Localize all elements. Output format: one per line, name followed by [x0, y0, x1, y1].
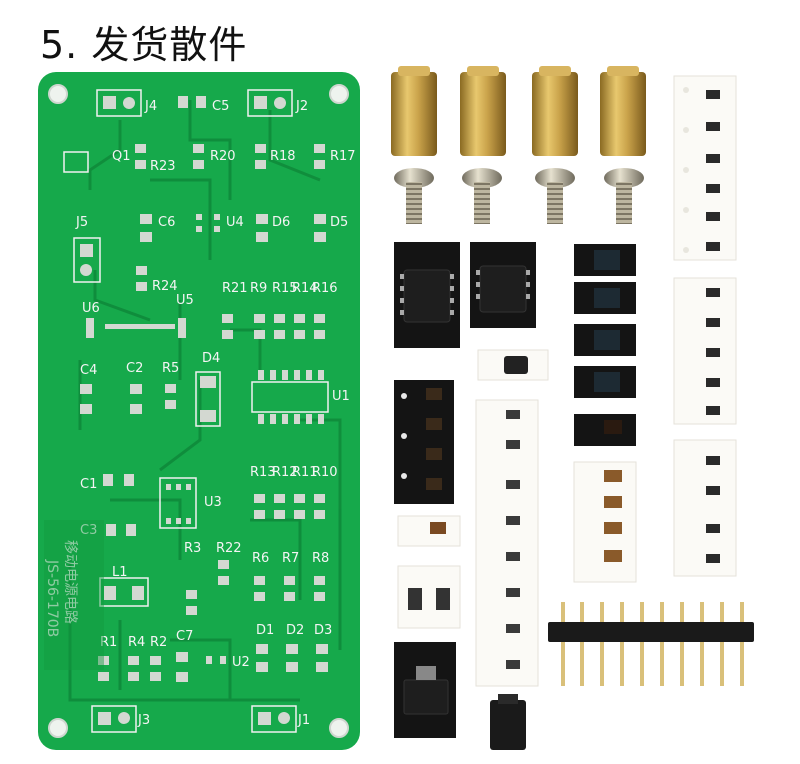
copper-pour	[44, 520, 104, 670]
silk-R17: R17	[330, 149, 356, 164]
silk-C5: C5	[212, 99, 229, 114]
silk-R15: R15	[272, 281, 298, 296]
silk-C1: C1	[80, 477, 97, 492]
mounting-holes	[48, 84, 349, 738]
solder-pads	[80, 96, 328, 725]
tape-strip-top-right	[673, 75, 737, 261]
silk-R22: R22	[216, 541, 242, 556]
regulator-tape	[394, 642, 456, 738]
silk-Q1: Q1	[112, 149, 131, 164]
silk-C6: C6	[158, 215, 175, 230]
jumper-cap	[490, 694, 526, 750]
standoff-4	[600, 66, 646, 156]
silk-R5: R5	[162, 361, 179, 376]
silk-C7: C7	[176, 629, 193, 644]
tape-piece-small-2	[397, 565, 461, 629]
silk-R13: R13	[250, 465, 276, 480]
silk-R14: R14	[292, 281, 318, 296]
silk-C4: C4	[80, 363, 97, 378]
screw-3	[535, 168, 575, 224]
tape-strip-mid-right	[673, 277, 737, 425]
silk-R3: R3	[184, 541, 201, 556]
tape-strip-center	[475, 399, 539, 687]
copper-traces	[68, 100, 342, 702]
silk-R16: R16	[312, 281, 338, 296]
silk-J2: J2	[295, 99, 308, 114]
silk-J1: J1	[297, 713, 310, 728]
silk-R8: R8	[312, 551, 329, 566]
silk-R9: R9	[250, 281, 267, 296]
standoff-2	[460, 66, 506, 156]
silk-U4: U4	[226, 215, 244, 230]
pcb-board: J4 C5 J2 Q1 R23 R20 R18 R17 J5 C6 U4 D6 …	[38, 72, 360, 750]
silk-R12: R12	[272, 465, 298, 480]
screws	[394, 168, 644, 224]
brass-standoffs	[391, 66, 646, 156]
silk-board-title: 移动电源电路	[62, 540, 78, 624]
ic-parts	[394, 242, 636, 738]
tape-piece-small-1	[397, 515, 461, 547]
ic-tape-2	[470, 242, 536, 328]
silk-J4: J4	[144, 99, 157, 114]
silk-R4: R4	[128, 635, 145, 650]
ic-tape-1	[394, 242, 460, 348]
page-title: 5. 发货散件	[40, 23, 248, 67]
standoff-3	[532, 66, 578, 156]
silk-D1: D1	[256, 623, 274, 638]
silk-D4: D4	[202, 351, 220, 366]
standoff-1	[391, 66, 437, 156]
screw-4	[604, 168, 644, 224]
smd-tape-strips	[397, 75, 737, 687]
silk-R7: R7	[282, 551, 299, 566]
silk-U1: U1	[332, 389, 350, 404]
silk-R20: R20	[210, 149, 236, 164]
silk-R1: R1	[100, 635, 117, 650]
silk-R10: R10	[312, 465, 338, 480]
silkscreen-outlines	[63, 89, 329, 733]
silk-R2: R2	[150, 635, 167, 650]
silk-D6: D6	[272, 215, 290, 230]
silk-D3: D3	[314, 623, 332, 638]
silk-D5: D5	[330, 215, 348, 230]
silk-D2: D2	[286, 623, 304, 638]
screw-2	[462, 168, 502, 224]
tape-strip-large-parts	[573, 461, 637, 583]
silk-U6: U6	[82, 301, 100, 316]
silk-R11: R11	[292, 465, 318, 480]
silk-R18: R18	[270, 149, 296, 164]
silk-J3: J3	[137, 713, 150, 728]
silk-J5: J5	[75, 215, 88, 230]
silk-R6: R6	[252, 551, 269, 566]
silk-L1: L1	[112, 565, 128, 580]
sot23-chips	[574, 244, 636, 446]
silk-U2: U2	[232, 655, 250, 670]
silk-C2: C2	[126, 361, 143, 376]
screw-1	[394, 168, 434, 224]
silk-C3: C3	[80, 523, 97, 538]
tape-strip-low-right	[673, 439, 737, 577]
tape-piece-small-3	[477, 349, 549, 381]
silk-R23: R23	[150, 159, 176, 174]
pin-header	[548, 602, 754, 686]
ic-tape-black-strip	[394, 380, 454, 504]
silk-R24: R24	[152, 279, 178, 294]
silk-R21: R21	[222, 281, 248, 296]
silk-U3: U3	[204, 495, 222, 510]
silk-U5: U5	[176, 293, 194, 308]
silkscreen-labels: J4 C5 J2 Q1 R23 R20 R18 R17 J5 C6 U4 D6 …	[44, 99, 356, 728]
silk-board-model: JS-56-170B	[44, 559, 60, 637]
header-body	[548, 622, 754, 642]
